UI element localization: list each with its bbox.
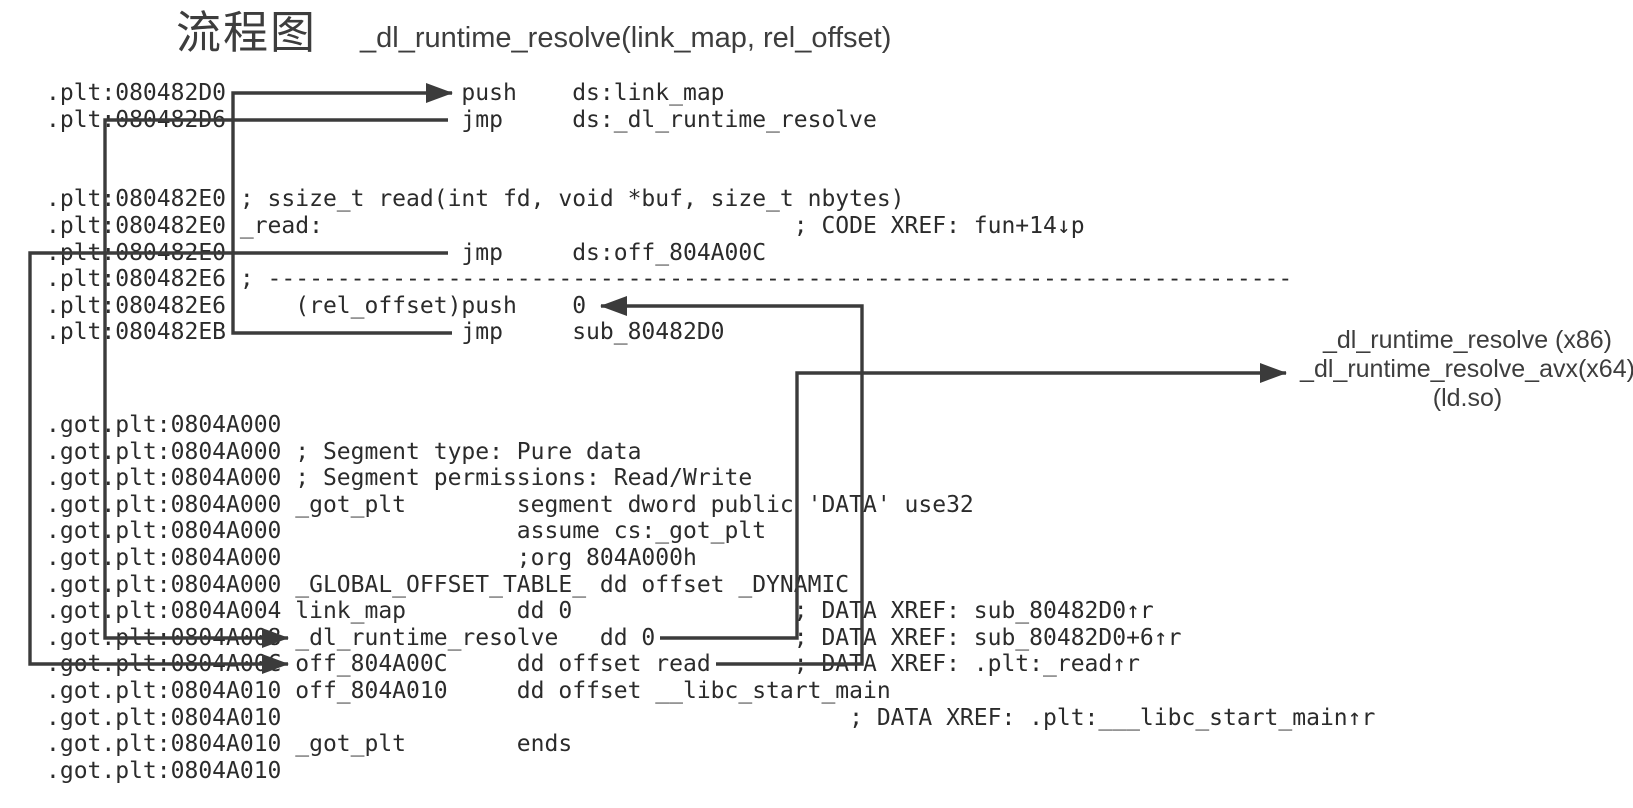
code-line: .plt:080482EB jmp sub_80482D0 (46, 319, 725, 346)
code-line: .plt:080482E6 (rel_offset)push 0 (46, 292, 587, 319)
code-line: .got.plt:0804A000 ; Segment type: Pure d… (46, 438, 642, 465)
code-line: .got.plt:0804A000 ;org 804A000h (46, 544, 697, 571)
got-plt-disassembly-listing: .got.plt:0804A000.got.plt:0804A000 ; Seg… (46, 412, 1375, 784)
code-line: .got.plt:0804A000 _got_plt segment dword… (46, 491, 974, 518)
code-line: .got.plt:0804A010 (46, 757, 282, 784)
function-signature-subtitle: _dl_runtime_resolve(link_map, rel_offset… (360, 22, 892, 54)
code-line: .got.plt:0804A010 off_804A010 dd offset … (46, 677, 891, 704)
code-line: .plt:080482E0 _read: ; CODE XREF: fun+14… (46, 212, 1085, 239)
code-line: .got.plt:0804A008 _dl_runtime_resolve dd… (46, 624, 1182, 651)
code-line: .plt:080482D0 push ds:link_map (46, 80, 725, 106)
resolver-note-line-ldso: (ld.so) (1432, 384, 1503, 412)
code-line (46, 160, 1292, 187)
code-line: .plt:080482E6 ; ------------------------… (46, 266, 1293, 293)
resolver-note-line-x64: _dl_runtime_resolve_avx(x64) (1300, 355, 1633, 383)
code-line: .got.plt:0804A000 _GLOBAL_OFFSET_TABLE_ … (46, 571, 850, 598)
code-line: .plt:080482D6 jmp ds:_dl_runtime_resolve (46, 106, 877, 133)
code-line: .got.plt:0804A010 ; DATA XREF: .plt:___l… (46, 704, 1376, 731)
code-line: .plt:080482E0 ; ssize_t read(int fd, voi… (46, 186, 905, 213)
code-line: .got.plt:0804A000 ; Segment permissions:… (46, 465, 753, 492)
code-line (46, 133, 1292, 160)
code-line: .plt:080482E0 jmp ds:off_804A00C (46, 239, 767, 266)
resolver-note-line-x86: _dl_runtime_resolve (x86) (1322, 326, 1613, 354)
page-title: 流程图 (176, 7, 318, 58)
resolver-target-note: _dl_runtime_resolve (x86) _dl_runtime_re… (1300, 326, 1633, 413)
code-line: .got.plt:0804A004 link_map dd 0 ; DATA X… (46, 598, 1154, 625)
plt-disassembly-listing: .plt:080482D0 push ds:link_map.plt:08048… (46, 80, 1292, 346)
code-line: .got.plt:0804A000 assume cs:_got_plt (46, 518, 767, 545)
code-line: .got.plt:0804A000 (46, 412, 282, 438)
code-line: .got.plt:0804A010 _got_plt ends (46, 731, 573, 758)
code-line: .got.plt:0804A00C off_804A00C dd offset … (46, 651, 1140, 678)
